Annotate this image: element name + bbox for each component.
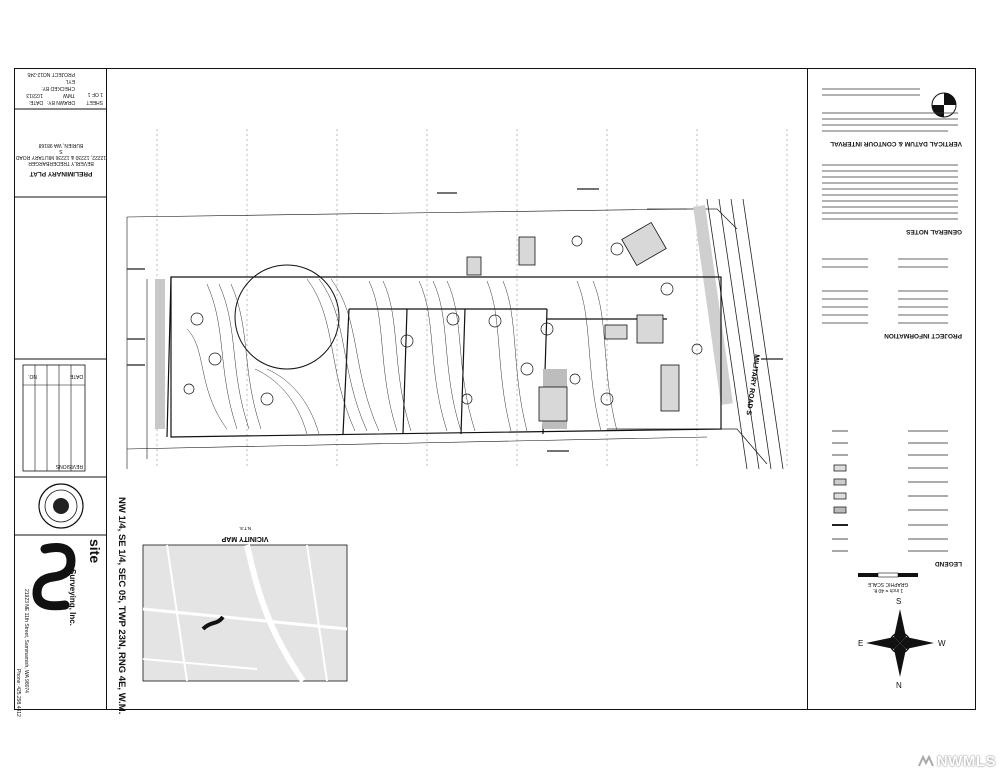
- general-notes-title: GENERAL NOTES: [906, 228, 962, 235]
- cul-de-sac: [234, 264, 340, 370]
- company-sub: Surveying, Inc.: [68, 569, 77, 626]
- trees: [183, 235, 703, 406]
- company-address: 21923 NE 11th Street, Sammamish, WA 9807…: [23, 589, 29, 693]
- date-value: 1/22/13: [26, 92, 43, 98]
- contours: [186, 278, 618, 435]
- watermark-text: NWMLS: [936, 753, 996, 770]
- sheet-label: SHEET: [86, 99, 103, 105]
- legend-symbols: [832, 430, 948, 552]
- title-block: SHEET 1 OF 1 DRAWN BY: TMW CHECKED BY: E…: [15, 69, 107, 717]
- project-info-title: PROJECT INFORMATION: [884, 332, 962, 339]
- left-strip: [155, 279, 165, 429]
- company-name: site: [87, 539, 103, 564]
- grid-lines: [156, 129, 788, 469]
- compass-e: E: [858, 639, 864, 648]
- compass-s: S: [896, 597, 902, 606]
- annotations: [127, 188, 783, 452]
- drawn-by-label: DRAWN BY:: [47, 99, 75, 105]
- graphic-scale-text: 1 inch = 40 ft.: [872, 587, 904, 593]
- plat-name: BEVERLY TREDERBARGER: [28, 160, 94, 166]
- checked-by-label: CHECKED BY:: [41, 85, 75, 91]
- plat-address: 12222, 12230 & 12236 MILITARY ROAD S: [15, 148, 107, 160]
- parcel-boundary: [166, 276, 722, 438]
- nwmls-watermark: NWMLS: [917, 753, 996, 770]
- graphic-scale: [858, 572, 918, 578]
- vicinity-scale: N.T.S.: [239, 526, 251, 531]
- company-phone: Phone: 425.298.4412: [15, 669, 21, 717]
- sheet-info: SHEET 1 OF 1 DRAWN BY: TMW CHECKED BY: E…: [15, 69, 107, 109]
- revision-table: REVISIONS DATE NO.: [23, 365, 85, 471]
- legend-title: LEGEND: [934, 560, 962, 567]
- date-label: DATE:: [28, 99, 43, 105]
- plat-title: PRELIMINARY PLAT: [29, 170, 93, 177]
- date-col-label: DATE: [70, 373, 83, 379]
- plat-sheet: SHEET 1 OF 1 DRAWN BY: TMW CHECKED BY: E…: [14, 68, 976, 717]
- project-no: 12-245: [27, 71, 43, 77]
- vicinity-title: VICINITY MAP: [221, 535, 268, 542]
- notes-panel: VERTICAL DATUM & CONTOUR INTERVAL GENERA…: [807, 69, 975, 709]
- title-block-frame: [15, 108, 107, 611]
- compass-rose: [866, 609, 934, 677]
- vertical-datum-title: VERTICAL DATUM & CONTOUR INTERVAL: [830, 140, 962, 147]
- checked-by: EYL: [65, 78, 75, 84]
- site-plan-drawing: MILITARY ROAD S: [126, 129, 788, 683]
- road-shoulder: [693, 205, 733, 405]
- buildings: [466, 221, 680, 422]
- revisions-label: REVISIONS: [55, 463, 83, 469]
- drawn-by: TMW: [63, 92, 75, 98]
- vicinity-map: [142, 544, 348, 683]
- project-no-label: PROJECT NO.: [41, 71, 75, 77]
- notes-graphics: [822, 88, 958, 677]
- compass-n: N: [896, 681, 902, 690]
- plat-city: BURIEN, WA 98168: [38, 142, 84, 148]
- compass-w: W: [938, 639, 946, 648]
- nwmls-logo-icon: [917, 755, 934, 767]
- plat-title-block: PRELIMINARY PLAT BEVERLY TREDERBARGER 12…: [15, 111, 107, 195]
- no-col-label: NO.: [28, 373, 37, 379]
- sheet-of: 1 OF 1: [87, 91, 103, 97]
